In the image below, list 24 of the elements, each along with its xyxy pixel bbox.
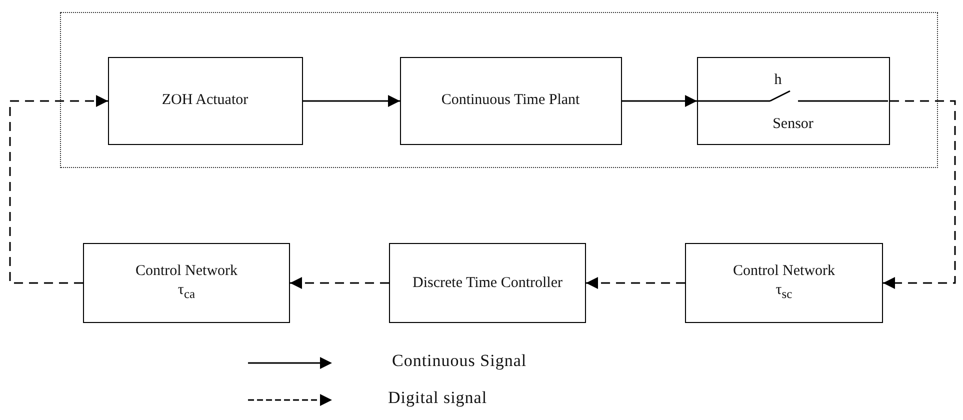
block-label: Control Network [732,262,836,281]
block-label: τ$_{sc}$ [776,281,792,303]
signal-arrow [883,100,956,289]
legend-label: Continuous Signal [392,351,527,371]
block-box [685,243,883,323]
dotted-enclosure [60,12,938,168]
signal-arrow [586,277,685,289]
block-box [696,56,890,144]
block-label: ZOH Actuator [162,91,248,110]
signal-arrow [9,95,108,284]
block-label: Control Network [135,262,238,281]
block-label: Sensor [772,114,814,134]
block-box [389,243,586,323]
block-label: Continuous Time Plant [441,91,580,110]
signal-arrow [290,277,389,289]
legend-label: Digital signal [388,388,488,408]
block-box [108,56,302,144]
signal-arrow [303,95,400,107]
block-label: Discrete Time Controller [412,274,562,292]
block-box [400,56,622,144]
block-label: τ$_{ca}$ [178,281,196,303]
sampling-period-label: h [774,72,782,88]
block-box [83,243,290,323]
signal-arrow [622,95,697,107]
